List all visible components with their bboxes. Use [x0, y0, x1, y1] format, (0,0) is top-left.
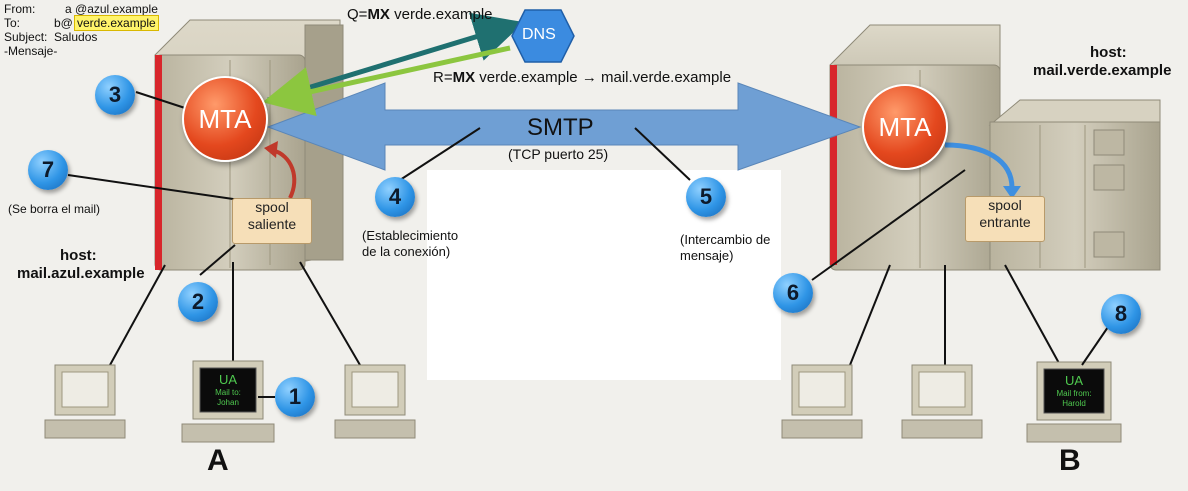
mta-to-spool-arrow [944, 142, 1015, 189]
background-panel [427, 170, 781, 380]
smtp-sublabel: (TCP puerto 25) [508, 146, 609, 162]
dns-label: DNS [522, 26, 556, 43]
host-a-letter: A [207, 444, 229, 477]
dns-query-text: Q=MX verde.example [347, 6, 493, 23]
mta-to-spool-arrowhead [1003, 186, 1021, 199]
email-body-label: -Mensaje- [4, 44, 58, 58]
host-a-label-line2: mail.azul.example [17, 265, 145, 282]
email-to-prefix: b@ [54, 16, 73, 30]
computer-b-left [781, 364, 863, 439]
ua-b-label: UA [1064, 373, 1084, 388]
spool-saliente-line2: saliente [247, 216, 297, 232]
host-a-label-line1: host: [60, 247, 97, 264]
dns-response-arrow [262, 45, 511, 116]
dns-response-text: R=MX verde.example → mail.verde.example [433, 69, 732, 86]
spool-to-mta-arrowhead [264, 141, 278, 158]
mta-a: MTA [182, 76, 268, 162]
step-2-badge: 2 [178, 282, 218, 322]
spool-saliente: spool saliente [232, 198, 312, 244]
ua-a-line1: Mail to: [215, 388, 241, 397]
smtp-arrow [266, 82, 862, 171]
email-to-domain: verde.example [74, 15, 159, 31]
step-6-badge: 6 [773, 273, 813, 313]
computer-b-middle [901, 364, 983, 439]
email-from-label: From: [4, 2, 36, 16]
network-a-wires [109, 261, 361, 366]
ua-b-line2: Harold [1062, 399, 1086, 408]
step-7-badge: 7 [28, 150, 68, 190]
email-subject-value: Saludos [54, 30, 98, 44]
step-4-caption-line1: (Establecimiento [362, 228, 459, 243]
computer-a-ua [181, 360, 275, 443]
computer-b-ua [1026, 361, 1122, 443]
host-b-label-line1: host: [1090, 44, 1127, 61]
spool-entrante-line2: entrante [979, 214, 1031, 230]
spool-entrante-line1: spool [988, 197, 1022, 213]
ua-a-line2: Johan [217, 398, 239, 407]
step-5-badge: 5 [686, 177, 726, 217]
host-b-label-line2: mail.verde.example [1033, 62, 1172, 79]
network-b-wires [849, 264, 1061, 366]
step-7-caption: (Se borra el mail) [8, 202, 101, 216]
step-5-caption-line1: (Intercambio de [680, 232, 771, 247]
step-8-badge: 8 [1101, 294, 1141, 334]
dns-server-shape [511, 9, 575, 63]
step-3-badge: 3 [95, 75, 135, 115]
email-from-value: a @azul.example [65, 2, 158, 16]
ua-b-line1: Mail from: [1056, 389, 1092, 398]
smtp-label: SMTP [527, 114, 594, 141]
spool-entrante: spool entrante [965, 196, 1045, 242]
step-4-caption-line2: de la conexión) [362, 244, 451, 259]
step-1-badge: 1 [275, 377, 315, 417]
host-b-letter: B [1059, 444, 1081, 477]
email-subject-label: Subject: [4, 30, 48, 44]
step-4-badge: 4 [375, 177, 415, 217]
ua-a-label: UA [218, 372, 238, 387]
spool-to-mta-arrow [271, 148, 297, 199]
computer-a-right [334, 364, 416, 439]
email-to-label: To: [4, 16, 21, 30]
connector-lines [67, 91, 1109, 398]
mta-b: MTA [862, 84, 948, 170]
spool-saliente-line1: spool [255, 199, 289, 215]
step-5-caption-line2: mensaje) [680, 248, 734, 263]
computer-a-left [44, 364, 126, 439]
